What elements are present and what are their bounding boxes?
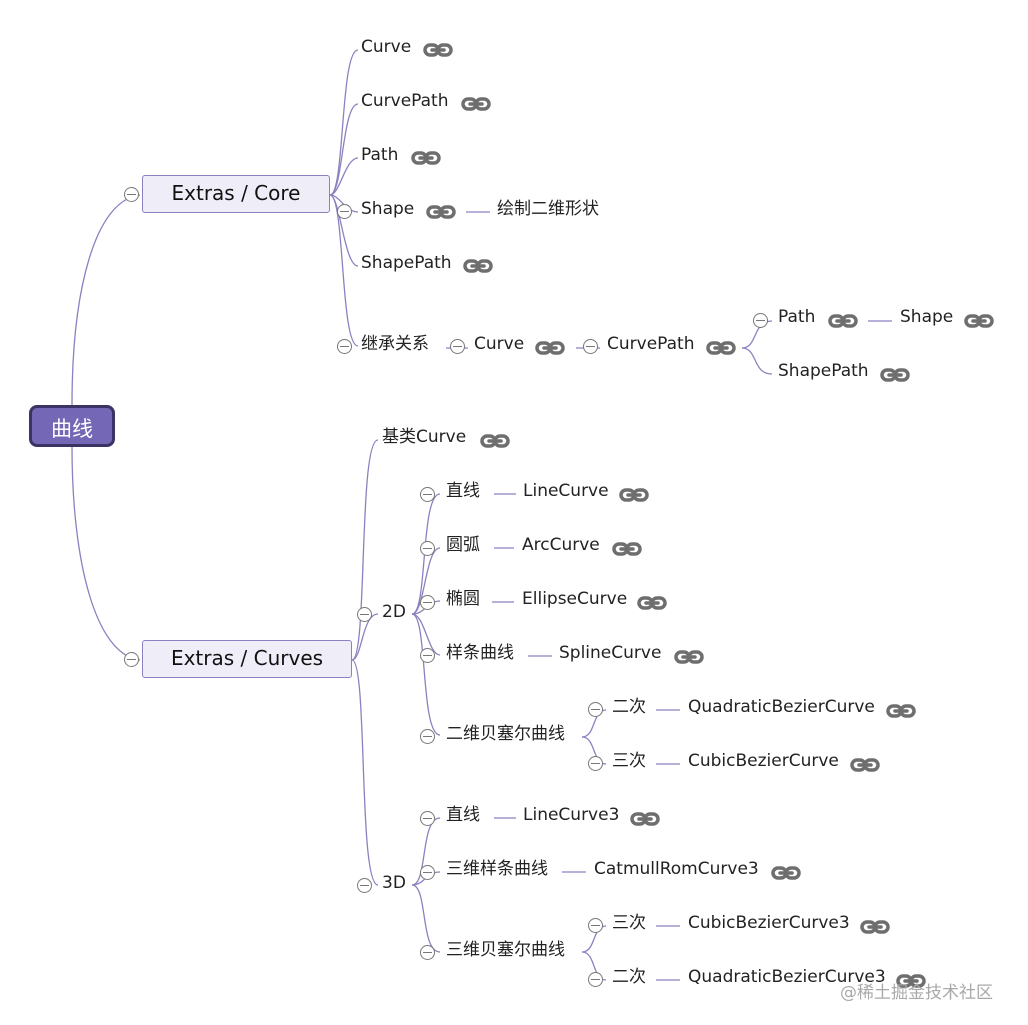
- inherit-shapepath[interactable]: ShapePath: [778, 361, 869, 381]
- 3d-spline-cn[interactable]: 三维样条曲线: [446, 859, 548, 879]
- inherit-curve[interactable]: Curve: [474, 334, 525, 354]
- collapse-toggle-icon[interactable]: [588, 702, 603, 717]
- collapse-toggle-icon[interactable]: [588, 972, 603, 987]
- 3d-bezier-cn[interactable]: 三维贝塞尔曲线: [446, 940, 565, 960]
- link-icon[interactable]: [896, 973, 926, 989]
- 3d-line-en[interactable]: LineCurve3: [523, 805, 620, 825]
- collapse-toggle-icon[interactable]: [420, 811, 435, 826]
- 2d-spline-cn[interactable]: 样条曲线: [446, 643, 514, 663]
- link-icon[interactable]: [630, 811, 660, 827]
- inherit-path[interactable]: Path: [778, 307, 816, 327]
- 3d-bezier-cubic-cn[interactable]: 三次: [612, 913, 646, 933]
- inherit-curvepath[interactable]: CurvePath: [607, 334, 695, 354]
- inherit-label[interactable]: 继承关系: [361, 334, 429, 354]
- collapse-toggle-icon[interactable]: [357, 878, 372, 893]
- topic-extras-curves[interactable]: Extras / Curves: [142, 640, 352, 678]
- link-icon[interactable]: [850, 757, 880, 773]
- collapse-toggle-icon[interactable]: [337, 339, 352, 354]
- collapse-toggle-icon[interactable]: [124, 187, 139, 202]
- link-icon[interactable]: [619, 487, 649, 503]
- 2d-spline-en[interactable]: SplineCurve: [559, 643, 662, 663]
- 3d-bezier-quad-en[interactable]: QuadraticBezierCurve3: [688, 967, 886, 987]
- collapse-toggle-icon[interactable]: [588, 756, 603, 771]
- link-icon[interactable]: [423, 42, 453, 58]
- core-item-curvepath[interactable]: CurvePath: [361, 91, 449, 111]
- link-icon[interactable]: [461, 96, 491, 112]
- root-topic[interactable]: 曲线: [29, 405, 115, 447]
- link-icon[interactable]: [637, 595, 667, 611]
- link-icon[interactable]: [860, 919, 890, 935]
- 3d-bezier-quad-cn[interactable]: 二次: [612, 967, 646, 987]
- 2d-line-en[interactable]: LineCurve: [523, 481, 609, 501]
- 2d-bezier-cubic-cn[interactable]: 三次: [612, 751, 646, 771]
- core-item-shape[interactable]: Shape: [361, 199, 415, 219]
- 2d-bezier-quad-en[interactable]: QuadraticBezierCurve: [688, 697, 875, 717]
- curves-base[interactable]: 基类Curve: [382, 427, 467, 447]
- link-icon[interactable]: [964, 313, 994, 329]
- link-icon[interactable]: [463, 258, 493, 274]
- 3d-bezier-cubic-en[interactable]: CubicBezierCurve3: [688, 913, 850, 933]
- collapse-toggle-icon[interactable]: [357, 607, 372, 622]
- collapse-toggle-icon[interactable]: [420, 595, 435, 610]
- collapse-toggle-icon[interactable]: [450, 339, 465, 354]
- link-icon[interactable]: [880, 367, 910, 383]
- collapse-toggle-icon[interactable]: [420, 945, 435, 960]
- link-icon[interactable]: [411, 150, 441, 166]
- collapse-toggle-icon[interactable]: [124, 652, 139, 667]
- link-icon[interactable]: [706, 340, 736, 356]
- 3d-spline-en[interactable]: CatmullRomCurve3: [594, 859, 759, 879]
- watermark: @稀土掘金技术社区: [840, 983, 993, 1003]
- 2d-bezier-quad-cn[interactable]: 二次: [612, 697, 646, 717]
- 2d-bezier-cubic-en[interactable]: CubicBezierCurve: [688, 751, 839, 771]
- curves-3d[interactable]: 3D: [382, 873, 406, 893]
- topic-extras-core[interactable]: Extras / Core: [142, 175, 330, 213]
- 2d-line-cn[interactable]: 直线: [446, 481, 480, 501]
- collapse-toggle-icon[interactable]: [420, 865, 435, 880]
- link-icon[interactable]: [480, 433, 510, 449]
- 2d-ellipse-en[interactable]: EllipseCurve: [522, 589, 628, 609]
- collapse-toggle-icon[interactable]: [337, 204, 352, 219]
- 2d-bezier-cn[interactable]: 二维贝塞尔曲线: [446, 724, 565, 744]
- 2d-arc-en[interactable]: ArcCurve: [522, 535, 600, 555]
- inherit-shape[interactable]: Shape: [900, 307, 954, 327]
- collapse-toggle-icon[interactable]: [583, 339, 598, 354]
- core-item-shapepath[interactable]: ShapePath: [361, 253, 452, 273]
- 3d-line-cn[interactable]: 直线: [446, 805, 480, 825]
- 2d-ellipse-cn[interactable]: 椭圆: [446, 589, 480, 609]
- collapse-toggle-icon[interactable]: [420, 541, 435, 556]
- link-icon[interactable]: [535, 340, 565, 356]
- link-icon[interactable]: [886, 703, 916, 719]
- collapse-toggle-icon[interactable]: [420, 487, 435, 502]
- link-icon[interactable]: [612, 541, 642, 557]
- collapse-toggle-icon[interactable]: [753, 313, 768, 328]
- link-icon[interactable]: [674, 649, 704, 665]
- link-icon[interactable]: [426, 204, 456, 220]
- curves-2d[interactable]: 2D: [382, 602, 406, 622]
- collapse-toggle-icon[interactable]: [420, 729, 435, 744]
- shape-note[interactable]: 绘制二维形状: [497, 199, 599, 219]
- 2d-arc-cn[interactable]: 圆弧: [446, 535, 480, 555]
- link-icon[interactable]: [771, 865, 801, 881]
- core-item-curve[interactable]: Curve: [361, 37, 412, 57]
- link-icon[interactable]: [828, 313, 858, 329]
- collapse-toggle-icon[interactable]: [420, 648, 435, 663]
- core-item-path[interactable]: Path: [361, 145, 399, 165]
- collapse-toggle-icon[interactable]: [588, 918, 603, 933]
